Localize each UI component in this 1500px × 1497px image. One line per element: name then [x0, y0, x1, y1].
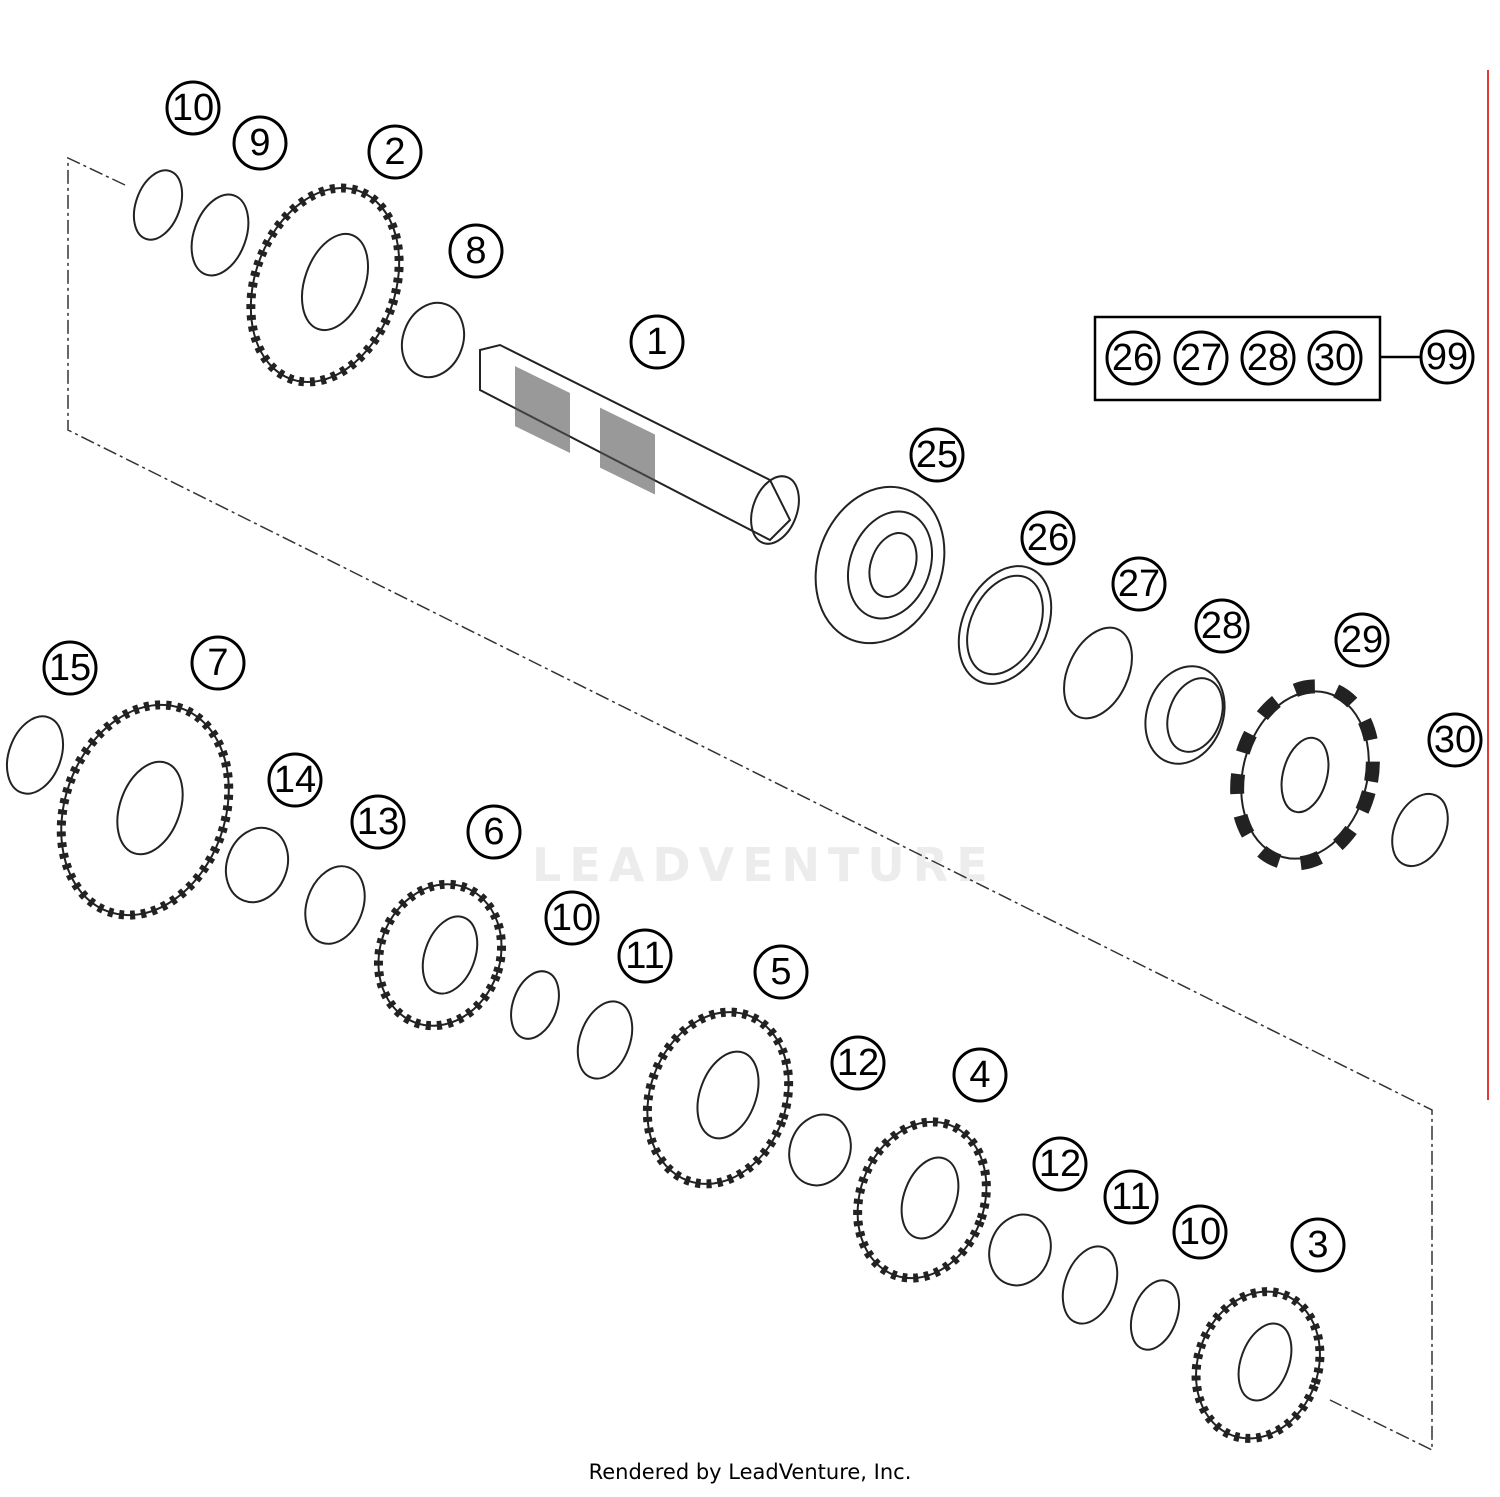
svg-text:10: 10	[551, 897, 593, 939]
callout[interactable]: 12	[830, 1035, 886, 1091]
callout[interactable]: 29	[1334, 612, 1390, 668]
part-seal-26	[957, 565, 1053, 685]
svg-text:9: 9	[249, 122, 270, 164]
svg-text:30: 30	[1434, 719, 1476, 761]
callout[interactable]: 30	[1427, 712, 1483, 768]
part-gear-6	[373, 879, 507, 1031]
callouts: 10 9 2 8 1 25 26 27 28 29 30 15 7 14 13 …	[42, 80, 1483, 1273]
svg-text:29: 29	[1341, 619, 1383, 661]
svg-text:25: 25	[916, 434, 958, 476]
callout[interactable]: 26	[1020, 510, 1076, 566]
part-ring-10c	[1129, 1279, 1181, 1351]
parts-upper	[132, 169, 1449, 871]
part-washer-11	[576, 1000, 634, 1080]
svg-text:7: 7	[207, 642, 228, 684]
callout[interactable]: 10	[1172, 1204, 1228, 1260]
part-spacer-28	[1144, 665, 1226, 765]
kit-item-30[interactable]: 30	[1307, 330, 1363, 386]
callout[interactable]: 11	[1103, 1169, 1159, 1225]
part-bearing-25	[814, 485, 946, 645]
svg-text:14: 14	[274, 759, 316, 801]
callout[interactable]: 13	[350, 794, 406, 850]
kit-item-27[interactable]: 27	[1173, 330, 1229, 386]
callout[interactable]: 28	[1194, 598, 1250, 654]
part-oring-27	[1063, 626, 1133, 720]
svg-text:28: 28	[1247, 337, 1289, 379]
callout[interactable]: 10	[544, 890, 600, 946]
callout[interactable]: 6	[466, 804, 522, 860]
svg-text:15: 15	[49, 647, 91, 689]
parts-lower	[5, 700, 1325, 1443]
svg-text:26: 26	[1027, 517, 1069, 559]
svg-text:11: 11	[625, 935, 664, 977]
svg-text:4: 4	[969, 1054, 990, 1096]
part-gear-3	[1191, 1287, 1325, 1443]
svg-text:99: 99	[1426, 336, 1468, 378]
part-bushing-12b	[988, 1213, 1052, 1287]
footer-credit: Rendered by LeadVenture, Inc.	[588, 1460, 912, 1484]
kit-item-28[interactable]: 28	[1240, 330, 1296, 386]
part-gear-7	[56, 700, 234, 920]
part-gear-5	[642, 1007, 794, 1189]
svg-text:13: 13	[357, 801, 399, 843]
svg-text:3: 3	[1307, 1224, 1328, 1266]
callout[interactable]: 3	[1290, 1217, 1346, 1273]
callout[interactable]: 7	[190, 635, 246, 691]
svg-text:5: 5	[770, 951, 791, 993]
svg-text:27: 27	[1118, 563, 1160, 605]
callout[interactable]: 10	[165, 80, 221, 136]
svg-text:28: 28	[1201, 605, 1243, 647]
svg-text:6: 6	[483, 811, 504, 853]
part-ring-10	[132, 169, 184, 241]
kit-number-99[interactable]: 99	[1419, 329, 1475, 385]
svg-text:26: 26	[1112, 337, 1154, 379]
part-ring-10b	[510, 970, 560, 1040]
part-sprocket-29	[1230, 679, 1380, 871]
kit-box: 26 27 28 30 99	[1093, 315, 1475, 402]
svg-text:27: 27	[1180, 337, 1222, 379]
part-bushing-8	[400, 301, 466, 379]
part-bushing-12	[788, 1113, 852, 1187]
svg-text:11: 11	[1111, 1176, 1150, 1218]
callout[interactable]: 25	[909, 427, 965, 483]
part-washer-13	[304, 865, 366, 945]
watermark: LEADVENTURE	[532, 838, 996, 892]
callout[interactable]: 1	[629, 314, 685, 370]
svg-text:2: 2	[384, 131, 405, 173]
svg-text:8: 8	[465, 230, 486, 272]
kit-item-26[interactable]: 26	[1105, 330, 1161, 386]
part-washer-15	[5, 715, 65, 795]
part-shaft-1	[479, 343, 800, 545]
svg-text:12: 12	[1039, 1143, 1081, 1185]
part-circlip-30	[1391, 792, 1449, 868]
callout[interactable]: 5	[753, 944, 809, 1000]
part-washer-9	[190, 193, 250, 277]
callout[interactable]: 12	[1032, 1136, 1088, 1192]
callout[interactable]: 11	[617, 928, 673, 984]
svg-text:10: 10	[1179, 1211, 1221, 1253]
part-bushing-14	[224, 826, 290, 904]
callout[interactable]: 14	[267, 752, 323, 808]
callout[interactable]: 27	[1111, 556, 1167, 612]
callout[interactable]: 9	[232, 115, 288, 171]
part-gear-4	[853, 1117, 991, 1283]
callout[interactable]: 4	[952, 1047, 1008, 1103]
callout[interactable]: 15	[42, 640, 98, 696]
svg-text:10: 10	[172, 87, 214, 129]
callout[interactable]: 2	[367, 124, 423, 180]
callout[interactable]: 8	[448, 223, 504, 279]
part-washer-11b	[1061, 1245, 1119, 1325]
assembly-outline	[67, 156, 1433, 1452]
svg-text:12: 12	[837, 1042, 879, 1084]
svg-text:30: 30	[1314, 337, 1356, 379]
svg-text:1: 1	[646, 321, 667, 363]
part-gear-2	[246, 183, 404, 387]
